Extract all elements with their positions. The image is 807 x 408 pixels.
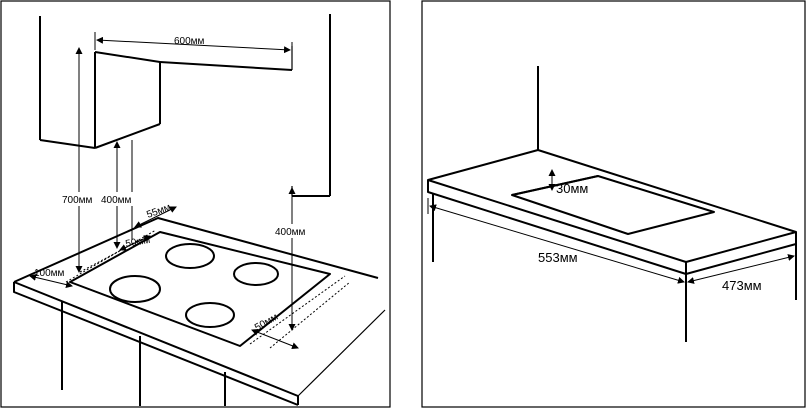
right-panel: 30мм 553мм 473мм (421, 0, 806, 408)
dim-600 (94, 32, 293, 58)
countertop-slab (427, 149, 797, 342)
dim-100 (29, 273, 73, 289)
burner-front-left (109, 275, 161, 303)
dim-label-100: 100мм (34, 268, 65, 279)
left-panel: 600мм 700мм 400мм 400мм (0, 0, 391, 408)
guide-left (65, 229, 157, 283)
burner-back-right (233, 262, 279, 286)
dim-553 (427, 198, 685, 284)
dim-label-473: 473мм (722, 278, 762, 293)
dim-label-553: 553мм (538, 250, 578, 265)
left-panel-frame (0, 0, 391, 408)
dim-50-left (119, 235, 151, 251)
countertop (13, 217, 386, 406)
dim-label-400-right: 400мм (275, 227, 306, 238)
guide-right (249, 275, 346, 345)
burner-front-right (185, 302, 235, 328)
dim-label-700: 700мм (62, 195, 93, 206)
dim-label-400-cabinet: 400мм (101, 195, 132, 206)
dim-50-right (251, 328, 299, 350)
cutout (511, 175, 715, 235)
dim-label-30: 30мм (556, 181, 588, 196)
dim-label-50-left: 50мм (125, 235, 152, 250)
dim-473 (687, 254, 795, 284)
dim-55 (134, 206, 177, 228)
burner-back-left (165, 243, 215, 269)
dim-label-600: 600мм (174, 36, 205, 47)
upper-cabinet (39, 46, 293, 149)
dim-label-50-right: 50мм (253, 312, 280, 334)
guide-right-2 (269, 281, 351, 349)
right-panel-frame (421, 0, 806, 408)
